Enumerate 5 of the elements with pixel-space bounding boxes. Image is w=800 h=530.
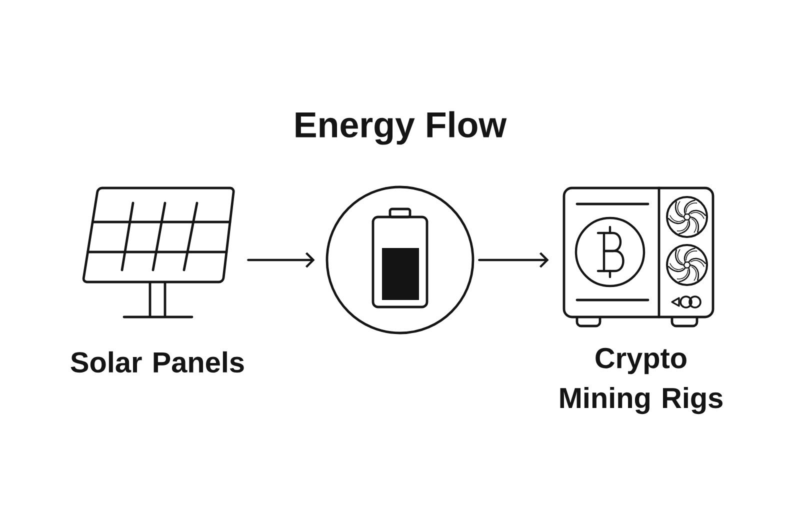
title: Energy Flow	[296, 111, 507, 145]
arrow	[478, 252, 549, 268]
node-label: Solar Panels	[70, 351, 244, 373]
node-label: Crypto Mining Rigs	[560, 348, 722, 414]
arrow	[247, 252, 315, 268]
